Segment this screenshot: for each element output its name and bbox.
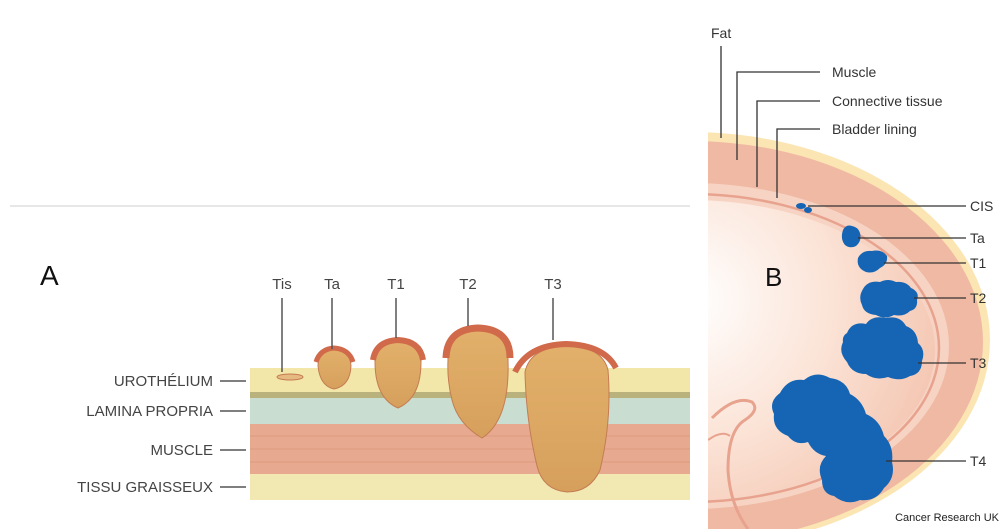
tumor-cis [796,203,806,209]
credit-cancer-research-uk: Cancer Research UK [895,512,1000,524]
layer-label-fat: TISSU GRAISSEUX [77,479,213,496]
stage-label-ta-b: Ta [970,230,985,246]
stage-label-t4-b: T4 [970,453,987,469]
layer-label-lamina-propria: LAMINA PROPRIA [86,403,213,420]
stage-label-t3: T3 [544,276,562,293]
panel-b-letter: B [765,262,782,292]
label-connective-tissue: Connective tissue [832,93,943,109]
tumor-cis-2 [804,207,812,213]
label-bladder-lining: Bladder lining [832,121,917,137]
layer-labels-a: UROTHÉLIUM LAMINA PROPRIA MUSCLE TISSU G… [77,373,246,496]
panel-a: A [40,260,690,500]
tumor-tis [277,374,303,380]
stage-label-ta: Ta [324,276,341,293]
stage-label-t1-b: T1 [970,255,987,271]
stage-label-t2: T2 [459,276,477,293]
stage-label-tis: Tis [272,276,291,293]
stage-label-t2-b: T2 [970,290,987,306]
stage-label-t1: T1 [387,276,405,293]
layer-label-muscle: MUSCLE [150,442,213,459]
panel-a-letter: A [40,260,59,291]
label-fat: Fat [711,25,731,41]
fat-layer [250,474,690,500]
label-muscle: Muscle [832,64,877,80]
stage-label-t3-b: T3 [970,355,987,371]
layer-label-urothelium: UROTHÉLIUM [114,373,213,390]
stage-label-cis: CIS [970,198,993,214]
